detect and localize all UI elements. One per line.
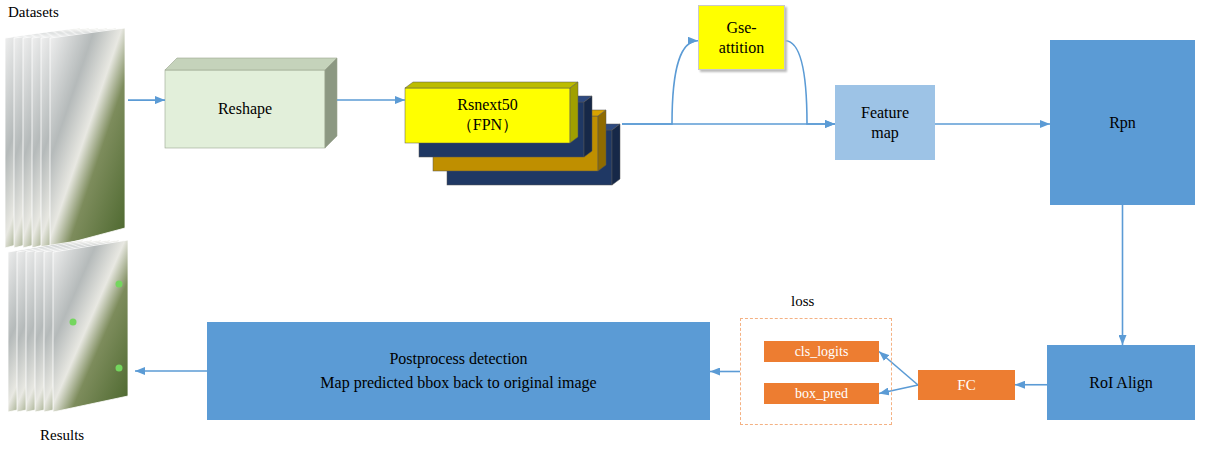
node-label: FC [957, 376, 975, 395]
flow-arrow [879, 352, 918, 386]
flow-arrow [622, 41, 698, 124]
node-label: Feature map [850, 103, 920, 143]
fc-box: FC [918, 370, 1015, 400]
flow-arrow [1122, 205, 1124, 345]
image-stack: Datasets [5, 3, 128, 252]
layer-side [584, 96, 592, 157]
node-label: Reshape [165, 70, 325, 148]
flow-arrow [1015, 384, 1047, 386]
reshape-block [165, 58, 337, 148]
node-label: Postprocess detection [389, 347, 527, 371]
flow-arrow [337, 99, 405, 101]
node-label: cls_logits [795, 343, 849, 360]
flow-arrow [785, 41, 835, 124]
image-stack [5, 28, 125, 248]
detection-dot [116, 365, 123, 372]
layer-top [405, 82, 578, 88]
image-frame [53, 240, 128, 412]
backbone-layers [405, 82, 620, 185]
process-box: RoI Align [1047, 345, 1195, 420]
flow-arrow [935, 123, 1050, 125]
image-stack: Results [5, 236, 135, 447]
block-front [165, 70, 325, 148]
layer-side [598, 110, 606, 171]
node-label: Results [40, 426, 84, 445]
node-label: box_pred [795, 385, 848, 402]
flow-arrow [710, 371, 740, 373]
process-box: Rpn [1050, 40, 1195, 205]
output-box: cls_logits [764, 341, 879, 362]
flow-arrow [128, 99, 165, 101]
node-label: Rsnext50 （FPN） [440, 95, 535, 135]
process-block: Reshape [165, 58, 337, 148]
layer-side [570, 82, 578, 143]
image-stack [8, 240, 128, 412]
node-label: Map predicted bbox back to original imag… [320, 371, 596, 395]
layer-front [405, 88, 570, 143]
layer-side [612, 124, 620, 185]
flow-arrow [135, 370, 207, 372]
attention-box: Gse- attition [698, 5, 785, 70]
node-label: Rpn [1109, 113, 1136, 133]
backbone-stack: Rsnext50 （FPN） [405, 82, 622, 187]
detection-dots [70, 281, 123, 372]
image-frame [50, 28, 125, 248]
feature-box: Feature map [835, 85, 935, 160]
output-box: box_pred [764, 383, 879, 404]
node-label: RoI Align [1089, 373, 1153, 393]
detection-dot [70, 319, 77, 326]
detection-dot [116, 281, 123, 288]
node-label: Datasets [8, 3, 59, 22]
node-label: Gse- attition [711, 18, 773, 58]
loss-group: losscls_logitsbox_pred [740, 318, 892, 425]
block-side [325, 58, 337, 148]
flow-arrow [879, 385, 918, 394]
process-box: Postprocess detectionMap predicted bbox … [207, 322, 710, 420]
node-label: loss [791, 292, 814, 311]
block-top [165, 58, 337, 70]
